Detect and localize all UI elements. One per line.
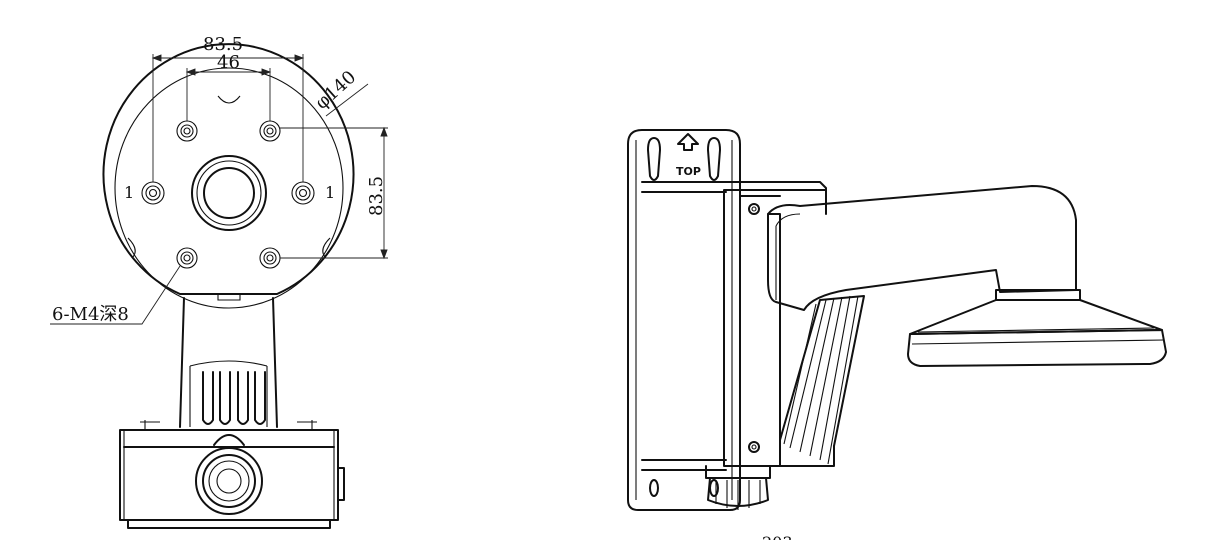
mount-plate-inner-ring [114, 67, 344, 309]
cable-gland [705, 465, 771, 510]
bracket-arm [767, 185, 1077, 311]
notch-left [127, 237, 136, 259]
wall-plate: TOP [627, 129, 827, 511]
dim-diameter [325, 83, 369, 117]
side-view: TOP [627, 129, 1167, 540]
dim-inner-width-label: 46 [217, 52, 240, 73]
screw-hole-bottom-left [176, 247, 198, 269]
dim-height-label: 83.5 [366, 176, 387, 216]
junction-box [119, 420, 345, 529]
hole-mark-right: 1 [325, 183, 335, 202]
hole-note-leader [50, 265, 181, 325]
top-marking: TOP [676, 165, 701, 178]
mount-plate-outline [102, 43, 355, 295]
front-view: 1 1 [50, 34, 388, 529]
notch-right [322, 237, 331, 259]
notch-bottom [217, 294, 241, 301]
dim-inner-width [185, 68, 272, 121]
notch-top [217, 95, 241, 104]
arm-ribs [779, 295, 865, 465]
back-box [723, 189, 835, 467]
dim-bottom-label: 203 [762, 533, 793, 540]
dim-outer-width [151, 54, 305, 182]
dim-height [280, 126, 388, 260]
arm-neck [179, 297, 278, 428]
center-cable-port [191, 155, 267, 231]
hole-note-label: 6-M4深8 [52, 304, 129, 325]
hole-mark-left: 1 [124, 183, 134, 202]
dim-outer-width-label: 83.5 [203, 34, 243, 55]
dome-housing [907, 289, 1167, 367]
